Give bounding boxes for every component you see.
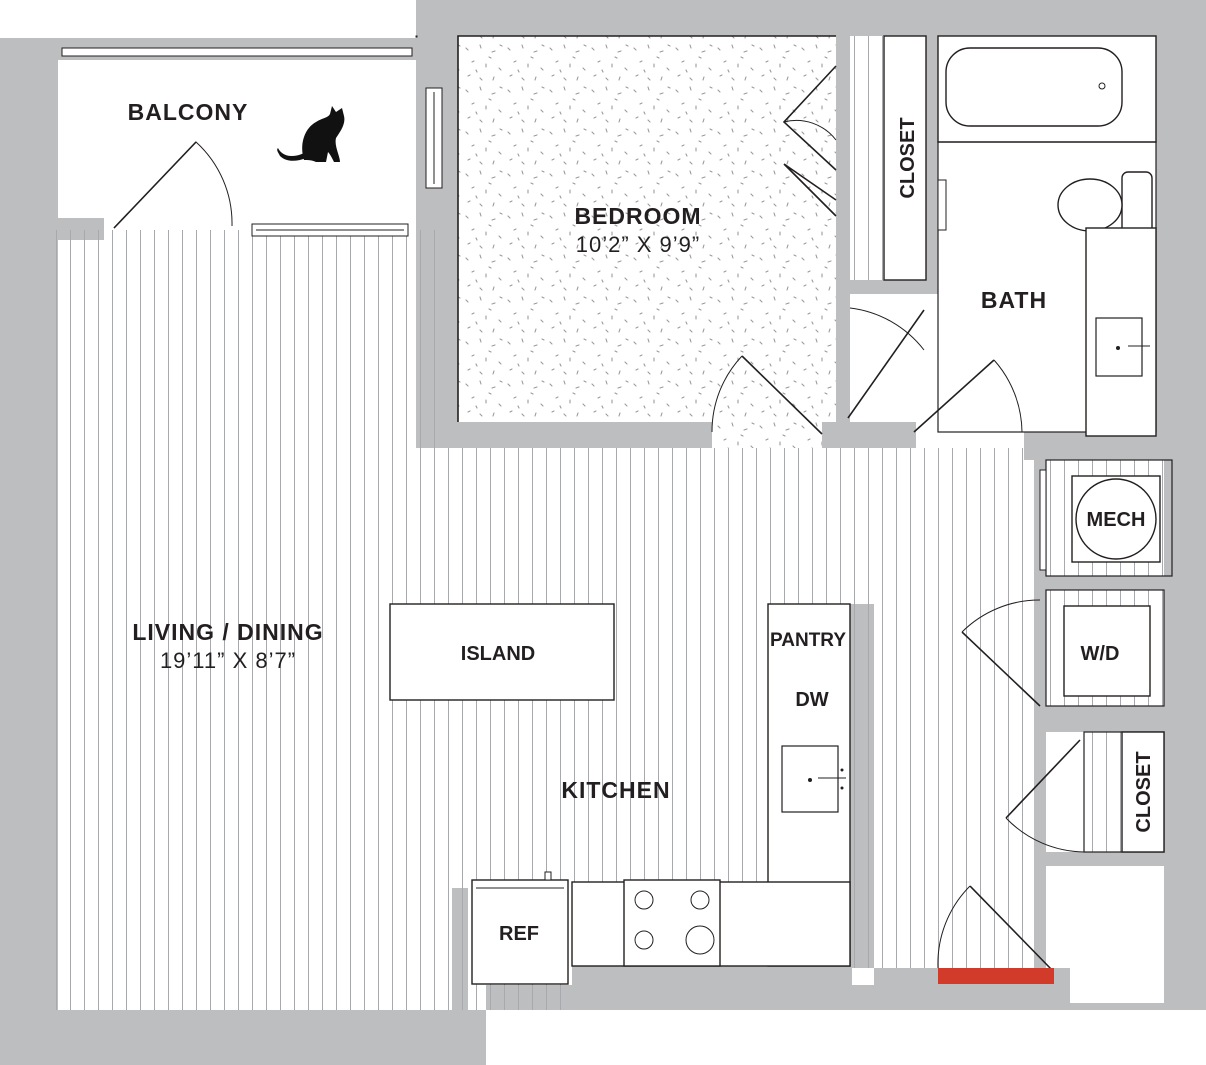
closet-hall: CLOSET [1005,731,1165,853]
balcony-label: BALCONY [128,99,249,125]
bedroom-label: BEDROOM [574,203,701,229]
burner [690,890,710,910]
entry-door [937,885,1054,984]
bedroom: BEDROOM 10’2” X 9’9” [574,65,837,435]
bath-label: BATH [981,287,1047,313]
living-dining-dimensions: 19’11” X 8’7” [160,648,296,673]
balcony: BALCONY [113,99,345,229]
island [389,603,615,701]
burner [634,930,654,950]
cat-silhouette-icon [277,106,345,162]
living-dining-floor [54,230,446,1010]
hall-floor-2 [874,448,1034,968]
kitchen: ISLAND KITCHEN PANTRY DW REF [389,603,851,985]
living-dining-label: LIVING / DINING [132,619,323,645]
burner [634,890,654,910]
burner [685,925,715,955]
balcony-railing [58,38,416,240]
toilet-bowl [1057,178,1123,232]
bedroom-door-carpet [712,422,822,448]
bath: BATH [847,35,1157,437]
closet-bedroom-label: CLOSET [897,117,919,198]
washer-dryer-label: W/D [1081,643,1120,665]
mech-label: MECH [1087,509,1146,531]
range [623,879,721,967]
closet-bedroom: CLOSET [883,35,927,281]
bedroom-carpet [458,36,836,422]
refrigerator-label: REF [499,923,539,945]
closet-hall-label: CLOSET [1133,751,1155,832]
dishwasher-label: DW [795,689,828,711]
bedroom-dimensions: 10’2” X 9’9” [576,232,701,257]
pantry-label: PANTRY [770,630,846,651]
entry-door-marker [938,968,1054,984]
island-label: ISLAND [461,643,535,665]
kitchen-label: KITCHEN [561,777,670,803]
refrigerator [471,879,569,985]
room-outlines [251,35,836,422]
mech-room: MECH [1039,459,1173,577]
washer-dryer: W/D [961,589,1165,707]
living-dining: LIVING / DINING 19’11” X 8’7” [132,619,323,673]
